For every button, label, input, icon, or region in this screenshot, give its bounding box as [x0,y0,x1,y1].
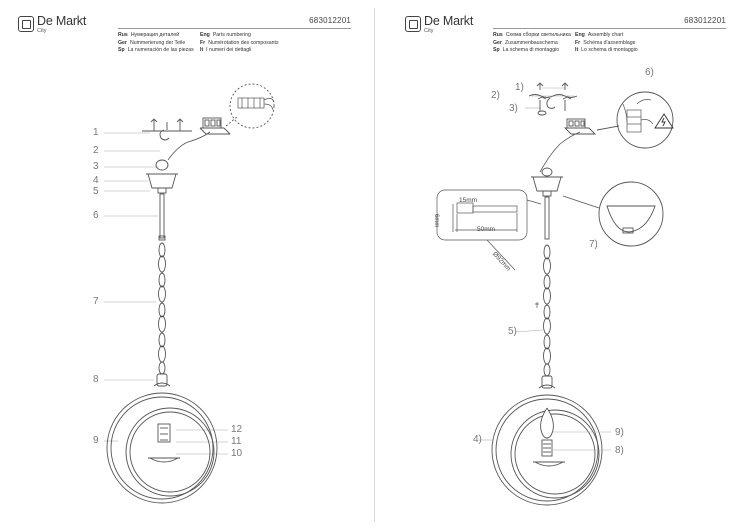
header-rule [493,28,726,29]
canopy-detail-circle [598,181,664,247]
electric-warning-icon [654,113,674,129]
part-label-4: 4 [93,175,99,186]
step-label-1: 1) [515,82,524,93]
step-label-8: 8) [615,445,624,456]
part-label-12: 12 [231,424,243,435]
terminal-block [563,118,597,135]
leader-lines [104,132,228,455]
wiring-detail [622,99,654,133]
logo-mark-icon [405,16,421,32]
header-rule [118,28,351,29]
dimension-detail [436,189,542,271]
step-label-5: 5) [508,326,517,337]
brand-name: De Markt [424,14,474,28]
page-divider [374,8,375,522]
part-label-6: 6 [93,210,99,221]
step-label-4: 4) [473,434,482,445]
part-label-5: 5 [93,186,99,197]
step-label-2: 2) [491,90,500,101]
product-code: 683012201 [309,16,351,25]
wiring-detail-circle [616,91,674,149]
brand-subtitle: City [37,28,47,34]
part-label-1: 1 [93,127,99,138]
step-label-6: 6) [645,67,654,78]
product-code: 683012201 [684,16,726,25]
assembly-diagram [436,82,674,506]
logo-mark-icon [18,16,34,32]
brand-name: De Markt [37,14,87,28]
step-label-3: 3) [509,103,518,114]
part-label-11: 11 [231,436,242,447]
dimension-6mm: 6mm [433,214,439,228]
dimension-15mm: 15mm [459,197,478,204]
part-label-2: 2 [93,145,99,156]
mounting-hardware [142,118,192,141]
chain [158,242,166,375]
parts-diagram [104,83,275,504]
part-label-10: 10 [231,448,243,459]
step-label-9: 9) [615,427,624,438]
brand-subtitle: City [424,28,434,34]
part-label-7: 7 [93,296,99,307]
chain [543,244,551,377]
detail-wires [237,97,275,111]
terminal-block [199,117,231,135]
mounting-hardware [525,82,578,116]
step-label-7: 7) [589,239,598,250]
dimension-50mm: 50mm [477,226,496,233]
part-label-8: 8 [93,374,99,385]
part-label-3: 3 [93,161,99,172]
part-label-9: 9 [93,435,99,446]
detail-circle [229,83,275,129]
